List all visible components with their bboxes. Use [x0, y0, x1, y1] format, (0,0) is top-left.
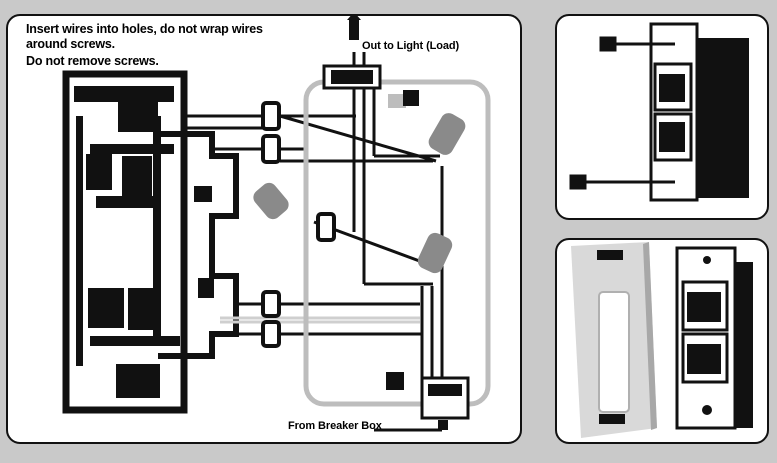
wiring-schematic [62, 16, 491, 432]
label-from-breaker-box: From Breaker Box [288, 420, 382, 432]
wallplate-illustration [571, 242, 753, 438]
switch-device-icon [649, 22, 749, 202]
existing-switch-icon [62, 70, 214, 414]
new-switch-outline [303, 64, 491, 430]
wiring-diagram-panel: Insert wires into holes, do not wrap wir… [6, 14, 522, 444]
wall-plate-icon [571, 242, 657, 438]
mount-switch-illustration [569, 22, 749, 202]
instruction-insert-wires: Insert wires into holes, do not wrap wir… [26, 22, 263, 51]
wallplate-step-panel [555, 238, 769, 444]
gray-wire-nut-icon [253, 94, 466, 274]
screw-icon [569, 36, 675, 190]
label-out-to-light: Out to Light (Load) [362, 40, 460, 52]
switch-device-icon [675, 246, 753, 430]
instruction-do-not-remove-screws: Do not remove screws. [26, 54, 159, 68]
switch-bracket-icon [158, 131, 239, 359]
light-gray-wires [220, 316, 420, 324]
arrow-up-icon [347, 16, 361, 40]
mounting-step-panel [555, 14, 769, 220]
wire-nut-icon [261, 101, 336, 348]
